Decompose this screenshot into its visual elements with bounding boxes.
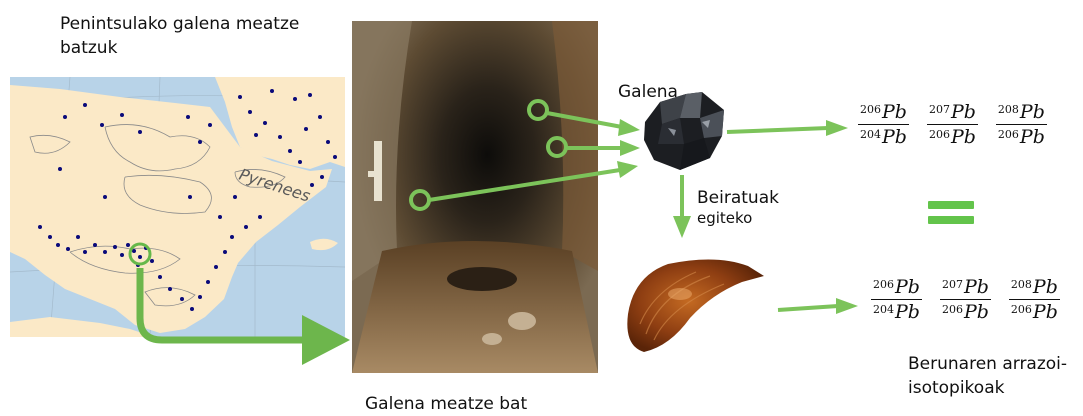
ratio-206-204: 206Pb 204Pb [858, 101, 909, 148]
galena-to-ratios-arrowhead [826, 120, 848, 136]
mass-number: 206 [873, 278, 894, 291]
sample-arrowhead-3 [617, 161, 638, 178]
galena-to-ratios-arrow [727, 128, 828, 132]
ratio-206-204: 206Pb 204Pb [871, 276, 922, 323]
mass-number: 206 [860, 103, 881, 116]
mass-number: 207 [929, 103, 950, 116]
galena-to-glaze-arrowhead [673, 216, 691, 238]
element-symbol: Pb [882, 101, 907, 123]
mine-caption: Galena meatze bat [365, 392, 527, 416]
mass-number: 206 [942, 303, 963, 316]
element-symbol: Pb [951, 126, 976, 148]
sample-arrowhead-1 [618, 119, 640, 136]
element-symbol: Pb [895, 301, 920, 323]
glazing-caption-line2: egiteko [697, 208, 817, 228]
ratio-207-206: 207Pb 206Pb [927, 101, 978, 148]
glaze-to-ratios-arrowhead [836, 298, 858, 314]
equals-sign [928, 199, 974, 229]
sample-arrowhead-2 [620, 140, 640, 156]
mass-number: 206 [998, 128, 1019, 141]
galena-isotope-ratios: 206Pb 204Pb 207Pb 206Pb 208Pb 206Pb [858, 101, 1047, 148]
mass-number: 206 [929, 128, 950, 141]
element-symbol: Pb [1033, 301, 1058, 323]
map-graphic: Pyrenees [10, 77, 345, 337]
mass-number: 204 [860, 128, 881, 141]
element-symbol: Pb [895, 276, 920, 298]
element-symbol: Pb [951, 101, 976, 123]
ratio-208-206: 208Pb 206Pb [1009, 276, 1060, 323]
element-symbol: Pb [1020, 126, 1045, 148]
glaze-to-ratios-arrow [778, 306, 838, 310]
mass-number: 206 [1011, 303, 1032, 316]
element-symbol: Pb [1033, 276, 1058, 298]
element-symbol: Pb [1020, 101, 1045, 123]
glazing-caption-line1: Beiratuak [697, 188, 817, 208]
isotope-caption-line2: isotopikoak [908, 376, 1078, 400]
mass-number: 207 [942, 278, 963, 291]
galena-mineral-image [640, 88, 730, 174]
iberian-peninsula-map: Pyrenees [10, 77, 345, 337]
element-symbol: Pb [882, 126, 907, 148]
isotope-caption-line1: Berunaren arrazoi- [908, 352, 1078, 376]
mass-number: 204 [873, 303, 894, 316]
ratio-208-206: 208Pb 206Pb [996, 101, 1047, 148]
mass-number: 208 [1011, 278, 1032, 291]
element-symbol: Pb [964, 276, 989, 298]
mine-tunnel-photo [352, 21, 598, 373]
glazed-shard-image [620, 254, 770, 358]
element-symbol: Pb [964, 301, 989, 323]
mass-number: 208 [998, 103, 1019, 116]
glazing-caption: Beiratuak egiteko [697, 188, 817, 228]
ratio-207-206: 207Pb 206Pb [940, 276, 991, 323]
map-title: Penintsulako galena meatze batzuk [60, 12, 320, 60]
glaze-isotope-ratios: 206Pb 204Pb 207Pb 206Pb 208Pb 206Pb [871, 276, 1060, 323]
isotope-ratios-caption: Berunaren arrazoi- isotopikoak [908, 352, 1078, 400]
